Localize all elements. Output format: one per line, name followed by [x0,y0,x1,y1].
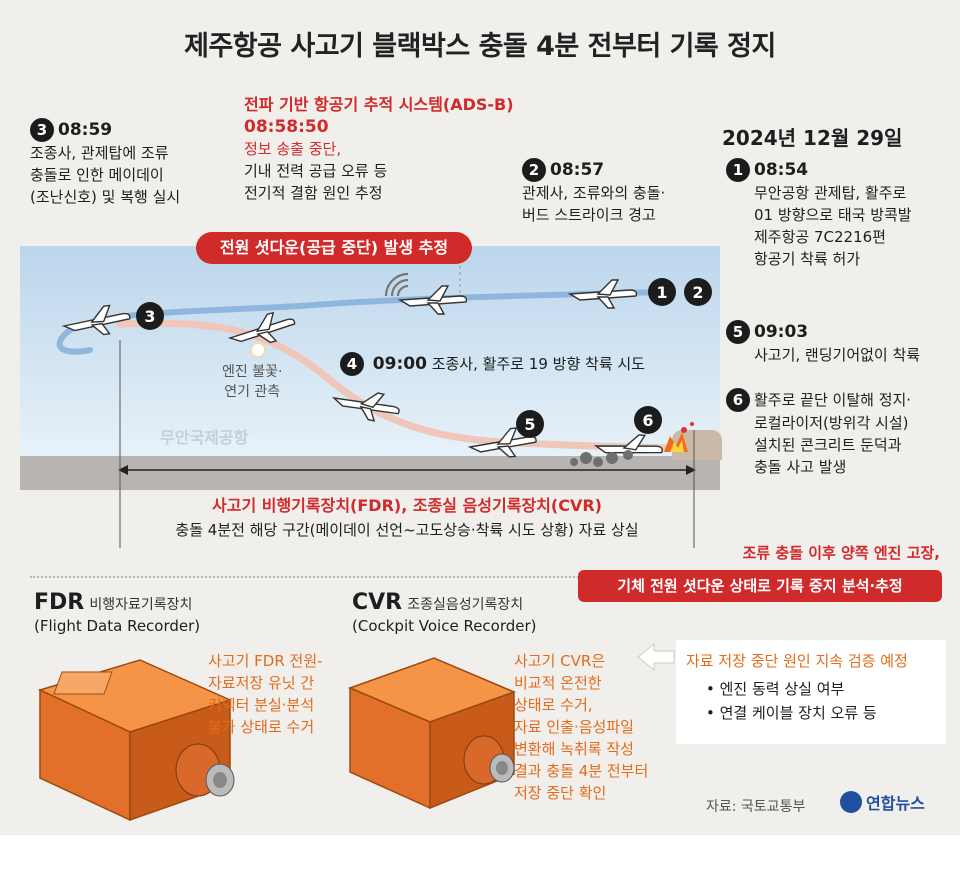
event-4-text: 조종사, 활주로 19 방향 착륙 시도 [431,355,645,373]
event-3-badge: 3 [30,118,54,142]
airplane-icon [331,392,400,422]
yonhap-logo-icon [840,791,862,813]
fdr-device-illustration [37,659,235,822]
span-note-text: 충돌 4분전 해당 구간(메이데이 선언~고도상승·착륙 시도 상황) 자료 상… [175,521,639,539]
verify-box: 자료 저장 중단 원인 지속 검증 예정 • 엔진 동력 상실 여부 • 연결 … [676,640,946,744]
flight-path-blue [56,289,663,355]
infographic: 제주항공 사고기 블랙박스 충돌 4분 전부터 기록 정지 [0,0,960,835]
fdr-heading: FDR 비행자료기록장치 (Flight Data Recorder) [34,590,200,635]
engine-note: 엔진 불꽃· 연기 관측 [222,364,283,400]
fire-icon [664,432,688,452]
airplane-icon [567,279,638,309]
airplane-icon [227,311,296,344]
fdr-name: 비행자료기록장치 [89,597,193,613]
page-title: 제주항공 사고기 블랙박스 충돌 4분 전부터 기록 정지 [184,31,776,62]
flight-path-red [116,319,674,452]
shutdown-pill: 전원 셧다운(공급 중단) 발생 추정 [196,232,472,264]
analysis-pill: 기체 전원 셧다운 상태로 기록 중지 분석·추정 [578,570,942,602]
airplane-icon [61,304,131,336]
event-4-time: 09:00 [372,354,427,374]
arrow-left-icon [637,642,675,672]
section-divider [30,576,590,578]
adsb-title: 전파 기반 항공기 추적 시스템(ADS-B) [244,95,514,114]
source-note: 자료: 국토교통부 [706,799,806,815]
cvr-english: (Cockpit Voice Recorder) [352,617,537,635]
publisher-logo: 연합뉴스 [840,790,925,814]
adsb-time: 08:58:50 [244,117,329,137]
fdr-abbr: FDR [34,590,85,615]
cvr-heading: CVR 조종실음성기록장치 (Cockpit Voice Recorder) [352,590,537,635]
engine-flash-icon [250,342,266,358]
marker-1: 1 [648,278,676,306]
event-1-badge: 1 [726,158,750,182]
cvr-device-illustration [347,657,517,810]
cvr-abbr: CVR [352,590,403,615]
runway-ground [20,456,720,490]
cvr-description: 사고기 CVR은 비교적 온전한 상태로 수거, 자료 인출·음성파일 변환해 … [514,652,649,802]
sky-area [20,246,720,456]
event-5-badge: 5 [726,320,750,344]
event-2-time: 08:57 [550,160,605,180]
analysis-line1: 조류 충돌 이후 양쪽 엔진 고장, [742,544,940,562]
airplane-icon [397,285,468,315]
span-note: 사고기 비행기록장치(FDR), 조종실 음성기록장치(CVR) 충돌 4분전 … [120,494,694,542]
smoke-icon [570,450,633,467]
marker-3: 3 [136,302,164,330]
span-note-title: 사고기 비행기록장치(FDR), 조종실 음성기록장치(CVR) [212,496,602,515]
event-3-time: 08:59 [58,120,113,140]
cvr-name: 조종실음성기록장치 [407,597,524,613]
event-4: 4 09:00 조종사, 활주로 19 방향 착륙 시도 [340,352,645,376]
flight-path-diagram [56,266,696,548]
airport-label: 무안국제공항 [160,428,249,447]
fdr-description: 사고기 FDR 전원- 자료저장 유닛 간 커넥터 분실·분석 불가 상태로 수… [208,652,323,736]
event-4-badge: 4 [340,352,364,376]
logo-text: 연합뉴스 [866,794,925,813]
verify-item: • 엔진 동력 상실 여부 [706,680,845,698]
verify-title: 자료 저장 중단 원인 지속 검증 예정 [686,652,908,670]
marker-6: 6 [634,406,662,434]
verify-item: • 연결 케이블 장치 오류 등 [706,704,877,722]
event-2-badge: 2 [522,158,546,182]
adsb-block: 전파 기반 항공기 추적 시스템(ADS-B) 08:58:50 정보 송출 중… [244,95,514,202]
signal-icon [384,272,409,297]
date-label: 2024년 12월 29일 [722,126,903,150]
event-5-time: 09:03 [754,322,809,342]
marker-2: 2 [684,278,712,306]
airplane-icon [593,434,663,454]
event-1-time: 08:54 [754,160,809,180]
marker-5: 5 [516,410,544,438]
fdr-english: (Flight Data Recorder) [34,617,201,635]
event-6-badge: 6 [726,388,750,412]
